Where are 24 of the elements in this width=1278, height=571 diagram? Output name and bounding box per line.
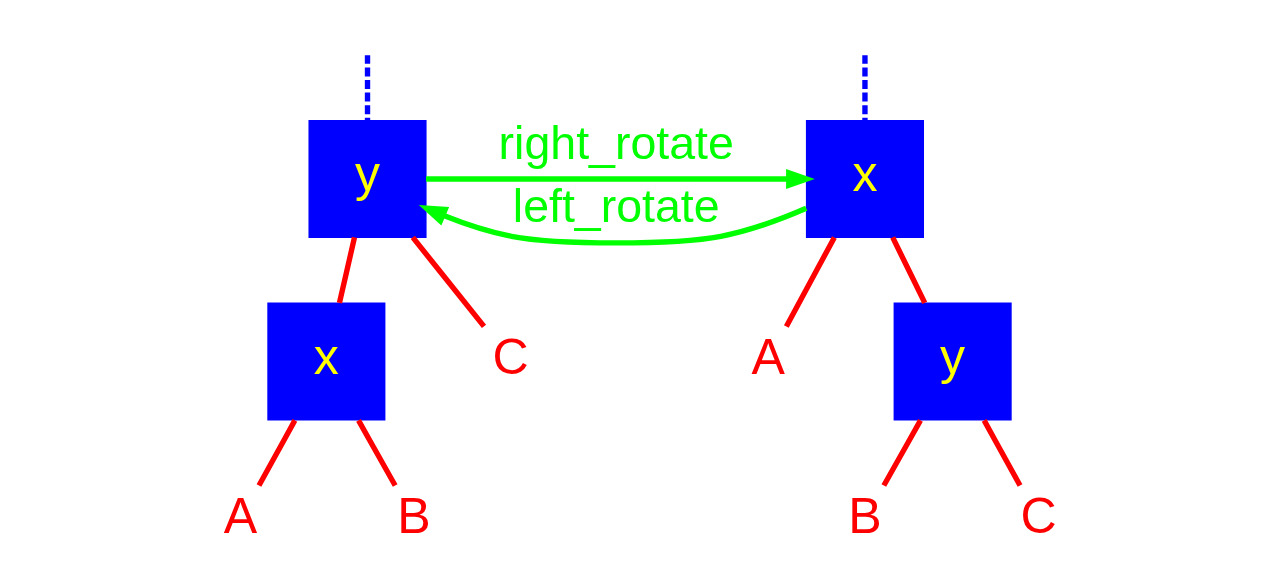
connector: [783, 236, 837, 328]
connector: [889, 236, 927, 305]
node-box: x: [805, 120, 924, 239]
node-text: B: [847, 488, 882, 545]
node-text: A: [751, 328, 785, 385]
connector: [410, 235, 486, 329]
node-text: A: [223, 488, 257, 545]
connector: [256, 419, 297, 487]
connector: [364, 55, 370, 121]
node-box: x: [266, 302, 385, 421]
node-box: y: [307, 120, 427, 239]
connector: [861, 55, 868, 121]
connector: [881, 419, 923, 487]
edge-label: left_rotate: [512, 179, 720, 232]
arrow: [418, 205, 807, 246]
connector: [336, 236, 357, 304]
edge-label: right_rotate: [498, 116, 734, 169]
connector: [981, 419, 1022, 487]
node-text: C: [492, 328, 529, 385]
node-text: B: [396, 488, 431, 545]
connector: [355, 419, 397, 487]
node-box: y: [893, 302, 1012, 421]
node-text: C: [1019, 488, 1057, 545]
arrow: [425, 169, 815, 190]
